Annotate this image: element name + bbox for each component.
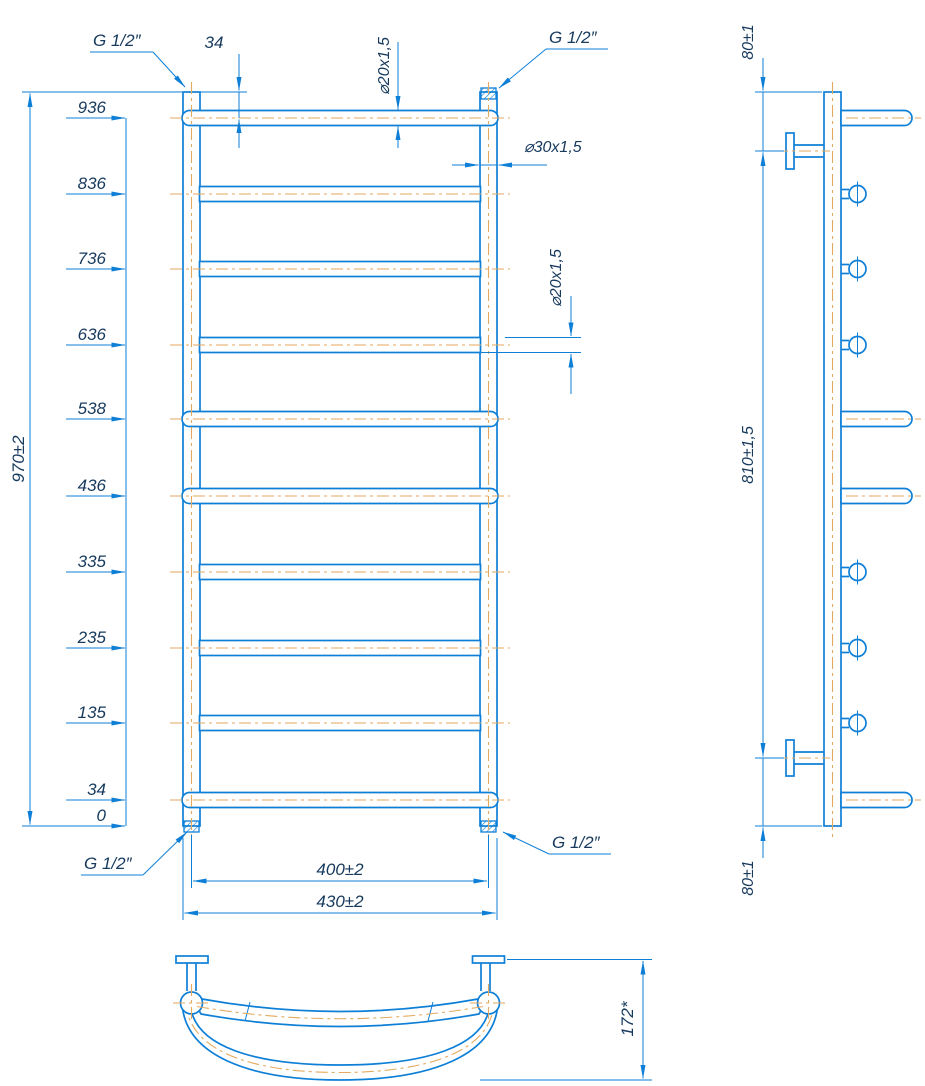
dim-overall-width: 430±2 (182, 838, 498, 920)
thread-label-top-left: G 1/2″ (93, 31, 142, 50)
top-rung-diameter-label: ⌀20x1,5 (376, 37, 393, 95)
dim-depth: 172* (480, 959, 652, 1081)
leader-thread-bottom-left: G 1/2″ (81, 831, 188, 876)
side-view: 80±1 810±1,5 80±1 (740, 24, 921, 896)
dim-overall-height: 970±2 (9, 91, 182, 827)
side-curved-rungs (840, 109, 913, 809)
front-centerlines (170, 82, 510, 838)
rung-height-label-936: 936 (78, 98, 107, 117)
thread-label-bottom-left: G 1/2″ (84, 854, 133, 873)
rung-height-label-636: 636 (78, 325, 107, 344)
thread-label-top-right: G 1/2″ (549, 28, 598, 47)
rung-height-label-0: 0 (97, 806, 107, 825)
depth-label: 172* (618, 1000, 637, 1036)
dim-top-rung-diameter: ⌀20x1,5 (376, 37, 401, 148)
side-straight-rung-ends (841, 181, 867, 736)
front-view: 936 836 736 636 538 436 335 235 135 34 0… (9, 28, 611, 920)
weld-tick-left (244, 1001, 251, 1022)
rung-height-label-436: 436 (78, 476, 107, 495)
dim-middle-rung-diameter: ⌀20x1,5 (420, 249, 581, 394)
center-distance-label: 400±2 (316, 860, 364, 879)
front-ordinate-dimensions: 936 836 736 636 538 436 335 235 135 34 0 (66, 98, 127, 829)
top-view: 172* (173, 955, 652, 1081)
middle-rung-diameter-label: ⌀20x1,5 (548, 249, 565, 307)
side-centerlines (776, 82, 921, 838)
dim-tube-diameter: ⌀30x1,5 (452, 139, 582, 168)
rung-end-135 (841, 710, 867, 736)
top-view-centerlines (173, 984, 507, 1022)
overall-width-label: 430±2 (316, 892, 364, 911)
rung-height-label-335: 335 (78, 552, 107, 571)
side-bottom-offset-label: 80±1 (740, 860, 757, 895)
rung-end-836 (841, 181, 867, 207)
leader-thread-top-right: G 1/2″ (498, 28, 608, 89)
leader-thread-bottom-right: G 1/2″ (502, 831, 611, 855)
top-curved-rung (181, 1001, 499, 1081)
rung-height-label-538: 538 (78, 399, 107, 418)
weld-tick-right (427, 1001, 434, 1022)
side-mount-span-label: 810±1,5 (740, 426, 757, 484)
side-dimensions: 80±1 810±1,5 80±1 (740, 24, 822, 896)
rung-end-736 (841, 256, 867, 282)
top-straight-rung (197, 998, 483, 1028)
rung-end-636 (841, 332, 867, 358)
top-gap-label: 34 (205, 33, 224, 52)
tube-diameter-label: ⌀30x1,5 (524, 139, 582, 156)
rung-height-label-235: 235 (77, 628, 107, 647)
rung-end-235 (841, 635, 867, 661)
overall-height-label: 970±2 (9, 435, 28, 483)
leader-thread-top-left: G 1/2″ (90, 31, 186, 88)
rung-end-335 (841, 559, 867, 585)
dim-top-gap: 34 (200, 33, 247, 148)
rung-height-label-736: 736 (78, 249, 107, 268)
dim-center-distance: 400±2 (191, 835, 489, 888)
rung-height-label-836: 836 (78, 174, 107, 193)
thread-label-bottom-right: G 1/2″ (552, 833, 601, 852)
rung-height-label-135: 135 (78, 703, 107, 722)
side-top-offset-label: 80±1 (740, 24, 757, 59)
rung-height-label-34: 34 (87, 780, 106, 799)
